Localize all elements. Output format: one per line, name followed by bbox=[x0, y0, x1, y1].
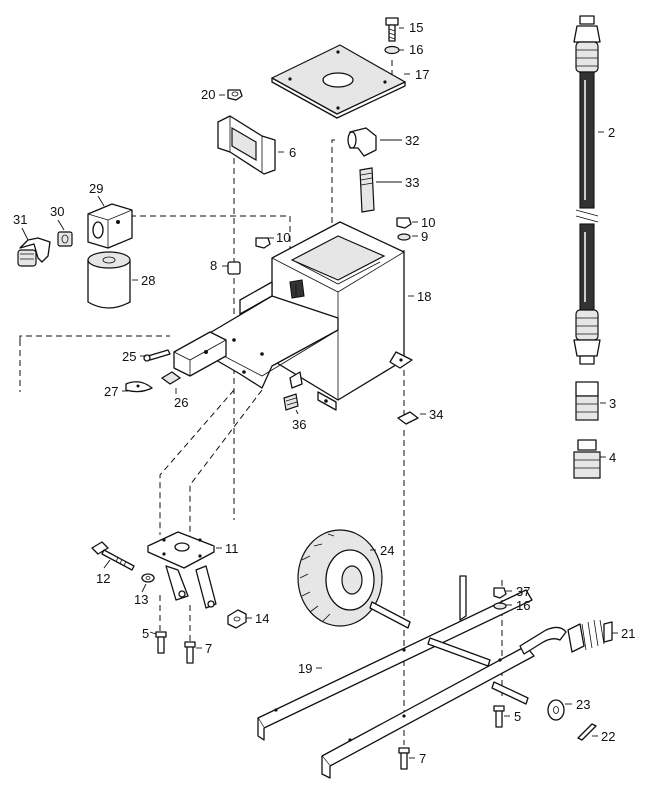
callout-10: 10 bbox=[421, 215, 435, 230]
callout-11: 11 bbox=[225, 541, 239, 556]
handle-bracket-6 bbox=[217, 115, 276, 175]
spacer-13 bbox=[141, 573, 155, 583]
caster-mount-11 bbox=[147, 531, 217, 609]
callout-17: 17 bbox=[415, 67, 429, 82]
leader-lines bbox=[21, 27, 618, 759]
callout-28: 28 bbox=[141, 273, 155, 288]
bolt-7-right bbox=[398, 747, 410, 770]
clip-26 bbox=[160, 371, 182, 385]
hairpin-27 bbox=[125, 381, 153, 393]
hose-assembly-2 bbox=[573, 15, 601, 365]
bolt-5-right bbox=[493, 705, 505, 728]
nut-20 bbox=[227, 89, 243, 101]
quick-coupler-3 bbox=[575, 381, 599, 421]
callout-29: 29 bbox=[89, 181, 103, 196]
callout-2: 2 bbox=[608, 125, 615, 140]
callout-7-right: 7 bbox=[419, 751, 426, 766]
washer-16 bbox=[384, 45, 400, 55]
callout-18: 18 bbox=[417, 289, 431, 304]
callout-15: 15 bbox=[409, 20, 423, 35]
callout-5-right: 5 bbox=[514, 709, 521, 724]
callout-labels: 15 16 17 2 20 6 32 33 29 31 30 10 9 10 8… bbox=[13, 20, 635, 766]
pin-25 bbox=[143, 349, 171, 362]
callout-21: 21 bbox=[621, 626, 635, 641]
filter-canister-28 bbox=[87, 251, 131, 309]
callout-37: 37 bbox=[516, 584, 530, 599]
callout-36: 36 bbox=[292, 417, 306, 432]
bolt-7-left bbox=[184, 641, 196, 664]
callout-23: 23 bbox=[576, 697, 590, 712]
main-housing-18 bbox=[271, 221, 413, 411]
callout-24: 24 bbox=[380, 543, 394, 558]
callout-22: 22 bbox=[601, 729, 615, 744]
callout-12: 12 bbox=[96, 571, 110, 586]
spacer-8 bbox=[227, 261, 241, 275]
clip-34 bbox=[397, 411, 419, 425]
bolt-5-left bbox=[155, 631, 167, 654]
bolt-12 bbox=[91, 541, 135, 571]
callout-31: 31 bbox=[13, 212, 27, 227]
nut-14 bbox=[227, 609, 247, 629]
callout-4: 4 bbox=[609, 450, 616, 465]
callout-26: 26 bbox=[174, 395, 188, 410]
callout-25: 25 bbox=[122, 349, 136, 364]
washer-23 bbox=[547, 699, 565, 721]
callout-10-left: 10 bbox=[276, 230, 290, 245]
callout-5: 5 bbox=[142, 626, 149, 641]
callout-33: 33 bbox=[405, 175, 419, 190]
callout-30: 30 bbox=[50, 204, 64, 219]
washer-9 bbox=[397, 233, 411, 241]
frame-19 bbox=[257, 575, 567, 779]
nut-37 bbox=[493, 587, 507, 599]
callout-20: 20 bbox=[201, 87, 215, 102]
nut-10-right bbox=[396, 217, 412, 229]
hitch-tongue bbox=[173, 331, 227, 377]
elbow-fitting-31 bbox=[17, 237, 51, 267]
callout-6: 6 bbox=[289, 145, 296, 160]
pump-head-29 bbox=[87, 203, 133, 249]
fitting-30 bbox=[57, 231, 73, 247]
callout-27: 27 bbox=[104, 384, 118, 399]
fitting-36 bbox=[283, 393, 299, 411]
callout-16: 16 bbox=[409, 42, 423, 57]
callout-7: 7 bbox=[205, 641, 212, 656]
callout-16-lower: 16 bbox=[516, 598, 530, 613]
coupler-plug-4 bbox=[573, 439, 601, 479]
callout-13: 13 bbox=[134, 592, 148, 607]
mounting-tray bbox=[207, 281, 339, 389]
washer-16-lower bbox=[493, 602, 507, 610]
pipe-nipple-33 bbox=[359, 167, 375, 213]
callout-14: 14 bbox=[255, 611, 269, 626]
spring-21 bbox=[567, 619, 613, 653]
cotter-pin-22 bbox=[577, 723, 597, 741]
callout-3: 3 bbox=[609, 396, 616, 411]
nut-10-left bbox=[255, 237, 271, 249]
callout-8: 8 bbox=[210, 258, 217, 273]
callout-34: 34 bbox=[429, 407, 443, 422]
cover-plate-17 bbox=[270, 44, 407, 119]
callout-9: 9 bbox=[421, 229, 428, 244]
bolt-15 bbox=[385, 17, 399, 42]
elbow-fitting-32 bbox=[347, 127, 377, 157]
callout-32: 32 bbox=[405, 133, 419, 148]
callout-19: 19 bbox=[298, 661, 312, 676]
wheel-24 bbox=[297, 529, 411, 629]
